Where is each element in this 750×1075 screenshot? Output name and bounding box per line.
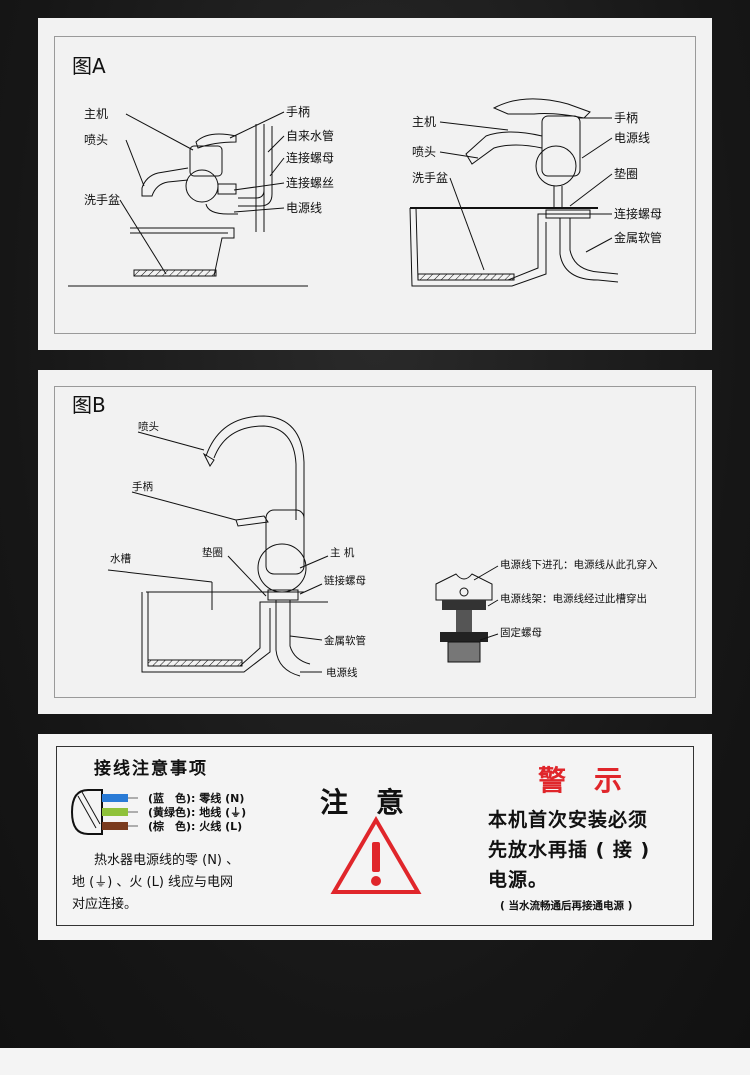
notice-panel: 接线注意事项 (蓝 色): 零线 (N) (黄绿色): 地线 (⏚) (棕 色)…	[38, 734, 712, 940]
figure-a-frame	[54, 36, 696, 334]
label-host-left: 主机	[84, 107, 108, 121]
label-nut-left: 连接螺母	[286, 150, 334, 165]
wire-blue	[102, 794, 128, 802]
figure-a-right-faucet	[409, 98, 619, 287]
warning-title: 警 示	[538, 764, 622, 797]
warning-text-3: 电源。	[488, 868, 548, 891]
figure-b-title: 图B	[72, 393, 106, 417]
wire-label-ground: (黄绿色): 地线 (⏚)	[148, 805, 246, 819]
label-power-b: 电源线	[326, 666, 358, 679]
wire-yellow-green	[102, 808, 128, 816]
label-host-right: 主机	[412, 115, 436, 129]
label-tap-pipe: 自来水管	[286, 128, 334, 143]
label-nut-b: 链接螺母	[324, 574, 366, 587]
label-power-right: 电源线	[614, 131, 650, 145]
label-power-left: 电源线	[286, 201, 322, 215]
wire-label-live: (棕 色): 火线 (L)	[148, 819, 242, 833]
figure-b-mount-detail	[435, 565, 499, 663]
label-nozzle-right: 喷头	[412, 145, 436, 159]
wire-label-neutral: (蓝 色): 零线 (N)	[148, 791, 244, 805]
warning-triangle-icon	[330, 816, 422, 894]
plug-cable-icon	[70, 789, 138, 835]
label-fixing-nut: 固定螺母	[500, 626, 542, 639]
wiring-text-1: 热水器电源线的零 (N) 、	[94, 852, 239, 868]
label-basin-left: 洗手盆	[84, 193, 120, 207]
notice-frame	[56, 746, 694, 926]
label-washer-b: 垫圈	[202, 546, 223, 559]
figure-a-diagram: 图A	[68, 54, 662, 287]
label-sink-b: 水槽	[110, 553, 131, 565]
label-screw: 连接螺丝	[286, 175, 334, 190]
label-washer-right: 垫圈	[614, 166, 638, 181]
wiring-text-3: 对应连接。	[72, 896, 137, 912]
label-nut-right: 连接螺母	[614, 206, 662, 221]
warning-text-1: 本机首次安装必须	[488, 808, 648, 831]
label-handle-b: 手柄	[132, 480, 153, 493]
label-basin-right: 洗手盆	[412, 171, 448, 185]
attention-title: 注 意	[320, 786, 404, 819]
label-handle-right: 手柄	[614, 111, 638, 125]
label-power-rack: 电源线架：电源线经过此槽穿出	[500, 592, 647, 605]
label-hose-b: 金属软管	[324, 634, 366, 647]
wiring-text-2: 地 (⏚) 、火 (L) 线应与电网	[72, 874, 233, 890]
figure-a-panel: 图A	[38, 18, 712, 350]
label-power-hole: 电源线下进孔：电源线从此孔穿入	[500, 558, 658, 571]
figure-b-panel: 图B	[38, 370, 712, 714]
figure-b-frame	[54, 386, 696, 698]
figure-a-left-faucet	[68, 111, 308, 287]
notice-content: 接线注意事项 (蓝 色): 零线 (N) (黄绿色): 地线 (⏚) (棕 色)…	[70, 758, 650, 912]
warning-subtext: ( 当水流畅通后再接通电源 )	[500, 899, 632, 912]
bottom-strip	[0, 1048, 750, 1075]
figure-b-diagram: 图B	[72, 393, 658, 679]
label-handle-left: 手柄	[286, 105, 310, 119]
label-hose-right: 金属软管	[614, 230, 662, 245]
warning-text-2: 先放水再插 ( 接 )	[488, 838, 650, 861]
label-nozzle-b: 喷头	[138, 421, 159, 433]
label-host-b: 主 机	[330, 546, 355, 559]
label-nozzle-left: 喷头	[84, 133, 108, 147]
figure-b-faucet	[107, 415, 329, 677]
figure-a-title: 图A	[72, 54, 106, 78]
wiring-title: 接线注意事项	[94, 758, 208, 779]
wire-brown	[102, 822, 128, 830]
